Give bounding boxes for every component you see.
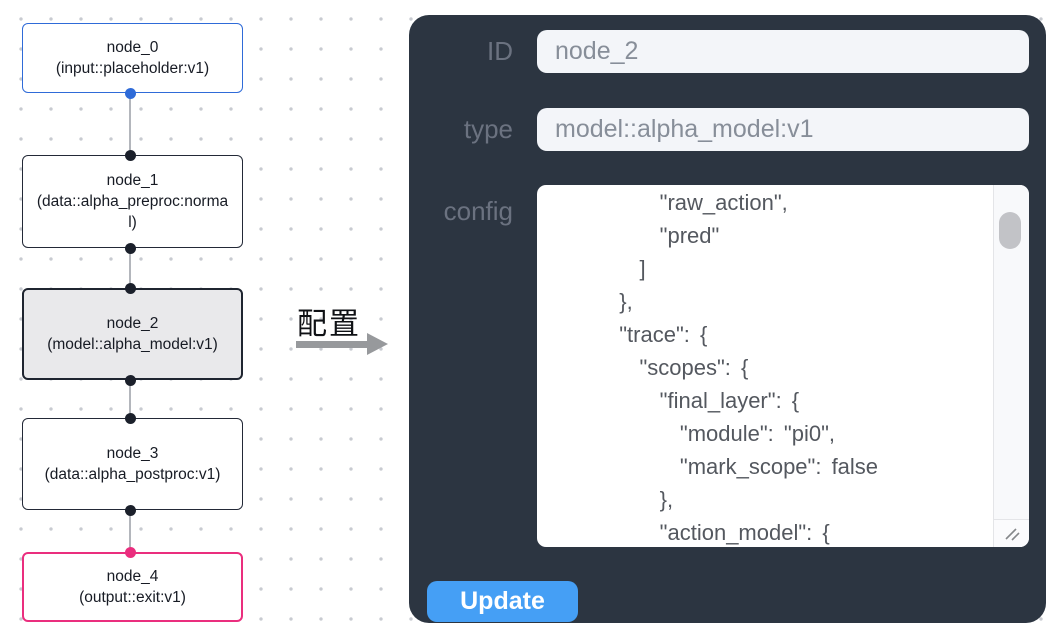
flow-node-node_3[interactable]: node_3 (data::alpha_postproc:v1) xyxy=(22,418,243,510)
node-title: node_1 xyxy=(106,172,159,189)
node-title: node_0 xyxy=(106,39,159,56)
node-config-panel: ID type config "raw_action", "pred" ] },… xyxy=(409,15,1046,623)
flow-node-node_0[interactable]: node_0 (input::placeholder:v1) xyxy=(22,23,243,93)
port-node2-out[interactable] xyxy=(125,375,136,386)
resize-grip-icon xyxy=(1004,527,1020,541)
config-scrollbar-thumb[interactable] xyxy=(999,212,1021,249)
edge-node0-node1 xyxy=(129,93,131,155)
node-subtitle: (data::alpha_preproc:normal) xyxy=(36,193,229,231)
port-node0-out[interactable] xyxy=(125,88,136,99)
port-node1-in[interactable] xyxy=(125,150,136,161)
port-node4-in[interactable] xyxy=(125,547,136,558)
type-field-label: type xyxy=(463,114,513,144)
flow-node-node_4[interactable]: node_4 (output::exit:v1) xyxy=(22,552,243,622)
type-input[interactable] xyxy=(537,108,1029,151)
node-title: node_2 xyxy=(106,315,159,332)
config-field-label: config xyxy=(443,195,513,226)
flow-node-node_1[interactable]: node_1 (data::alpha_preproc:normal) xyxy=(22,155,243,248)
id-input[interactable] xyxy=(537,30,1029,73)
edge-node1-node2 xyxy=(129,248,131,288)
configure-label: 配置 xyxy=(297,307,361,342)
node-subtitle: (data::alpha_postproc:v1) xyxy=(44,466,221,483)
config-json-editor[interactable]: "raw_action", "pred" ] }, "trace": { "sc… xyxy=(537,185,1029,547)
id-field-label: ID xyxy=(487,36,513,66)
right-arrow-head-icon xyxy=(367,333,388,355)
port-node1-out[interactable] xyxy=(125,243,136,254)
textarea-resize-handle[interactable] xyxy=(994,519,1029,547)
right-arrow-icon xyxy=(296,341,369,348)
port-node3-out[interactable] xyxy=(125,505,136,516)
port-node2-in[interactable] xyxy=(125,283,136,294)
config-scrollbar-track[interactable] xyxy=(993,185,1029,547)
node-subtitle: (input::placeholder:v1) xyxy=(55,60,210,77)
node-title: node_4 xyxy=(106,568,159,585)
node-title: node_3 xyxy=(106,445,159,462)
port-node3-in[interactable] xyxy=(125,413,136,424)
flow-node-node_2-selected[interactable]: node_2 (model::alpha_model:v1) xyxy=(22,288,243,380)
edge-node3-node4 xyxy=(129,510,131,552)
config-json-text[interactable]: "raw_action", "pred" ] }, "trace": { "sc… xyxy=(619,190,879,545)
node-subtitle: (model::alpha_model:v1) xyxy=(47,336,218,353)
update-button[interactable]: Update xyxy=(427,581,578,622)
edge-node2-node3 xyxy=(129,380,131,418)
node-subtitle: (output::exit:v1) xyxy=(79,589,186,606)
